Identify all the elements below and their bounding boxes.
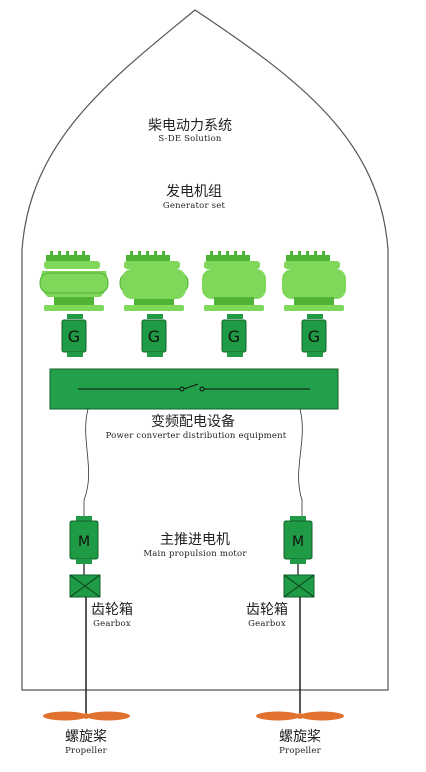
propeller-left-title-cn: 螺旋桨 bbox=[65, 728, 107, 745]
cable-right bbox=[298, 408, 303, 516]
motor-label: M bbox=[78, 534, 90, 550]
generator-2: G bbox=[141, 314, 167, 357]
converter-title-en: Power converter distribution equipment bbox=[106, 431, 287, 441]
generator-4: G bbox=[301, 314, 327, 357]
bus-line bbox=[78, 383, 310, 392]
engine-4 bbox=[282, 251, 346, 311]
motor-label: M bbox=[292, 534, 304, 550]
motor-title-cn: 主推进电机 bbox=[160, 532, 230, 548]
propeller-right-title-en: Propeller bbox=[279, 746, 321, 756]
motor-right: M bbox=[283, 516, 313, 564]
generator-set-title-cn: 发电机组 bbox=[166, 184, 222, 200]
gearbox-left bbox=[69, 574, 101, 598]
propeller-left bbox=[43, 711, 130, 721]
generator-set-title-en: Generator set bbox=[163, 201, 226, 211]
motor-title-en: Main propulsion motor bbox=[143, 549, 247, 559]
gearbox-right bbox=[283, 574, 315, 598]
gearbox-right-title-cn: 齿轮箱 bbox=[246, 602, 288, 618]
generator-3: G bbox=[221, 314, 247, 357]
gearbox-right-title-en: Gearbox bbox=[248, 619, 286, 629]
generator-1: G bbox=[61, 314, 87, 357]
propeller-left-title-en: Propeller bbox=[65, 746, 107, 756]
converter-title-cn: 变频配电设备 bbox=[151, 413, 235, 430]
propeller-right bbox=[256, 711, 344, 721]
engine-1 bbox=[39, 251, 109, 311]
gearbox-left-title-en: Gearbox bbox=[93, 619, 131, 629]
system-title-en: S-DE Solution bbox=[158, 134, 222, 144]
generator-label: G bbox=[308, 327, 320, 346]
hull-outline bbox=[21, 9, 389, 691]
generator-label: G bbox=[148, 327, 160, 346]
generator-label: G bbox=[68, 327, 80, 346]
generator-label: G bbox=[228, 327, 240, 346]
motor-left: M bbox=[69, 516, 99, 564]
gearbox-left-title-cn: 齿轮箱 bbox=[91, 602, 133, 618]
cable-left bbox=[83, 408, 90, 516]
system-title-cn: 柴电动力系统 bbox=[148, 118, 232, 134]
engine-2 bbox=[119, 251, 189, 311]
propeller-right-title-cn: 螺旋桨 bbox=[279, 728, 321, 745]
engine-3 bbox=[202, 251, 266, 311]
